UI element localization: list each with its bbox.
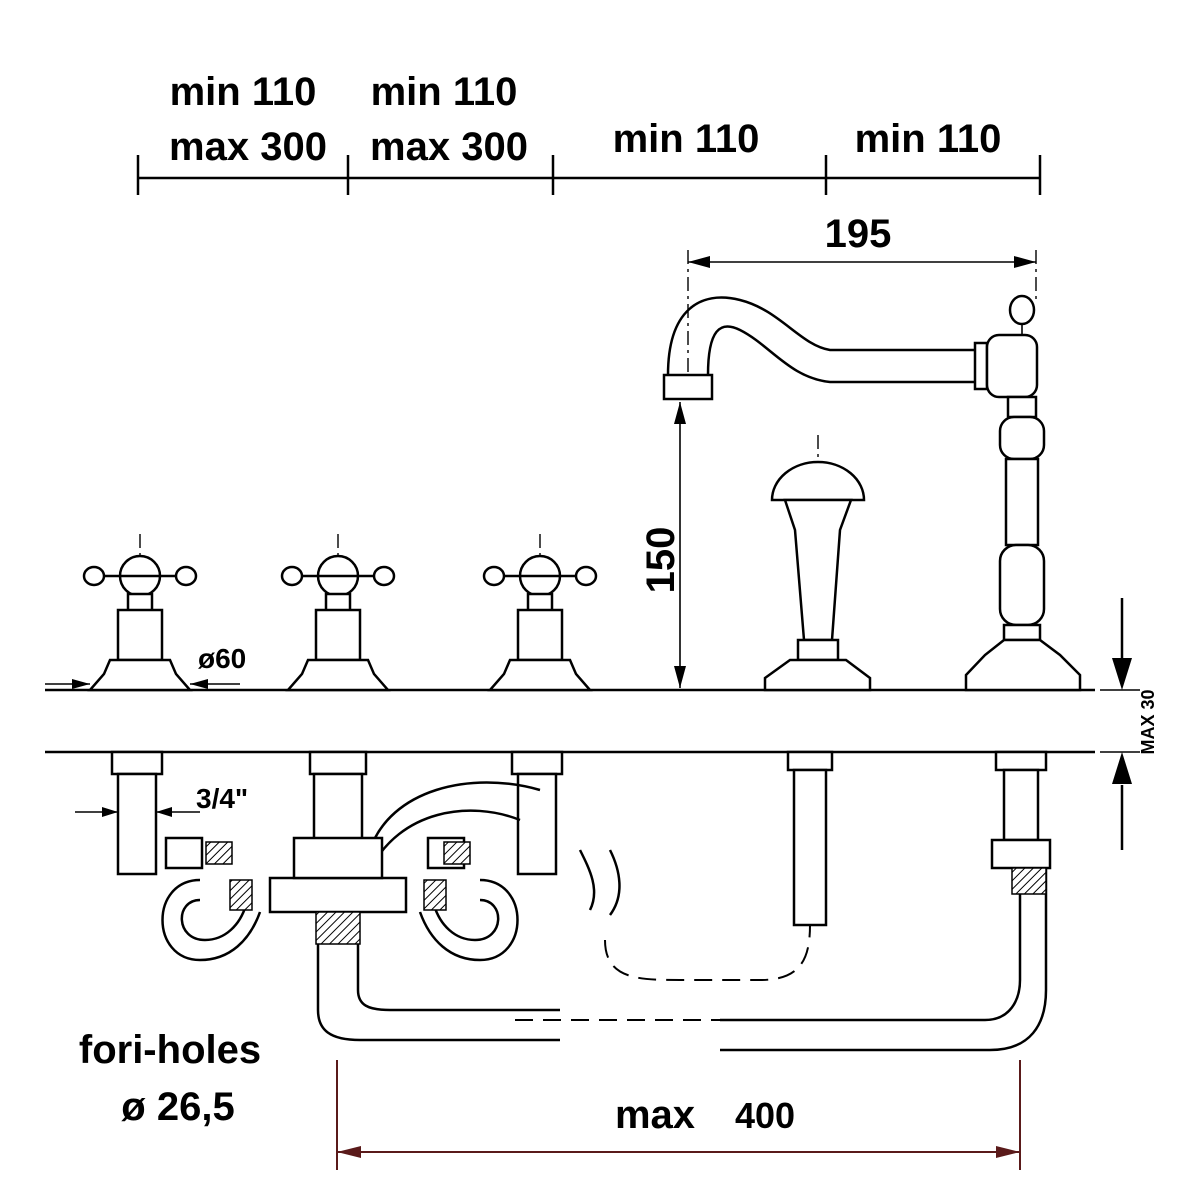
deck-thickness-label: MAX 30 <box>1138 689 1158 754</box>
spout-column <box>662 294 1082 692</box>
spout-height-dimension <box>674 402 686 688</box>
holes-label: fori-holes <box>79 1028 261 1072</box>
connection-size-label: 3/4" <box>196 783 248 814</box>
bottom-span-value: 400 <box>735 1095 795 1136</box>
spout-reach-dimension <box>687 250 1037 400</box>
deck-thickness-dimension <box>1100 598 1140 850</box>
cross-handle-tap-center <box>280 532 396 692</box>
holes-diameter: ø 26,5 <box>121 1085 234 1129</box>
top-dimension-chain <box>136 155 1042 195</box>
dim-1-max: max 300 <box>169 125 327 169</box>
base-diameter-label: ø60 <box>198 643 246 674</box>
bottom-span-prefix: max <box>615 1093 695 1137</box>
cross-handle-tap-right <box>482 532 598 692</box>
spout-height-label: 150 <box>639 527 683 594</box>
under-deck-plumbing <box>110 750 1052 1052</box>
spout-reach-label: 195 <box>825 212 892 256</box>
dim-3-min: min 110 <box>613 117 760 161</box>
connection-size-dimension <box>75 807 200 817</box>
dim-2-max: max 300 <box>370 125 528 169</box>
cross-handle-tap-left <box>82 532 198 692</box>
dim-2-min: min 110 <box>371 70 518 114</box>
dim-1-min: min 110 <box>170 70 317 114</box>
dim-4-min: min 110 <box>855 117 1002 161</box>
bottom-span-dimension <box>336 1060 1021 1170</box>
hand-shower <box>763 435 872 692</box>
base-diameter-dimension <box>45 679 240 689</box>
